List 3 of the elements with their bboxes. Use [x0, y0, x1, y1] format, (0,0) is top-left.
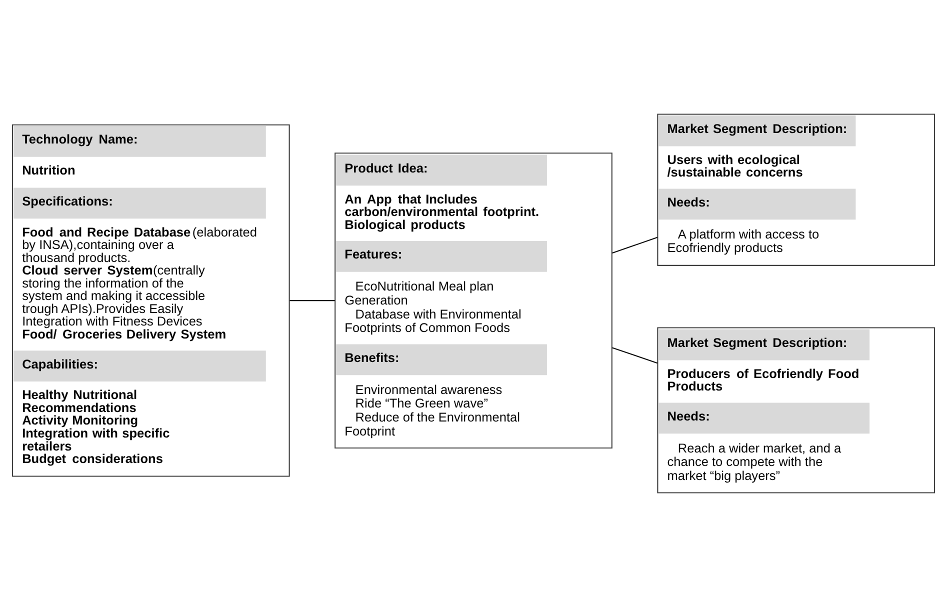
connector: [612, 346, 658, 364]
connector: [612, 236, 658, 253]
connector: [290, 300, 335, 301]
